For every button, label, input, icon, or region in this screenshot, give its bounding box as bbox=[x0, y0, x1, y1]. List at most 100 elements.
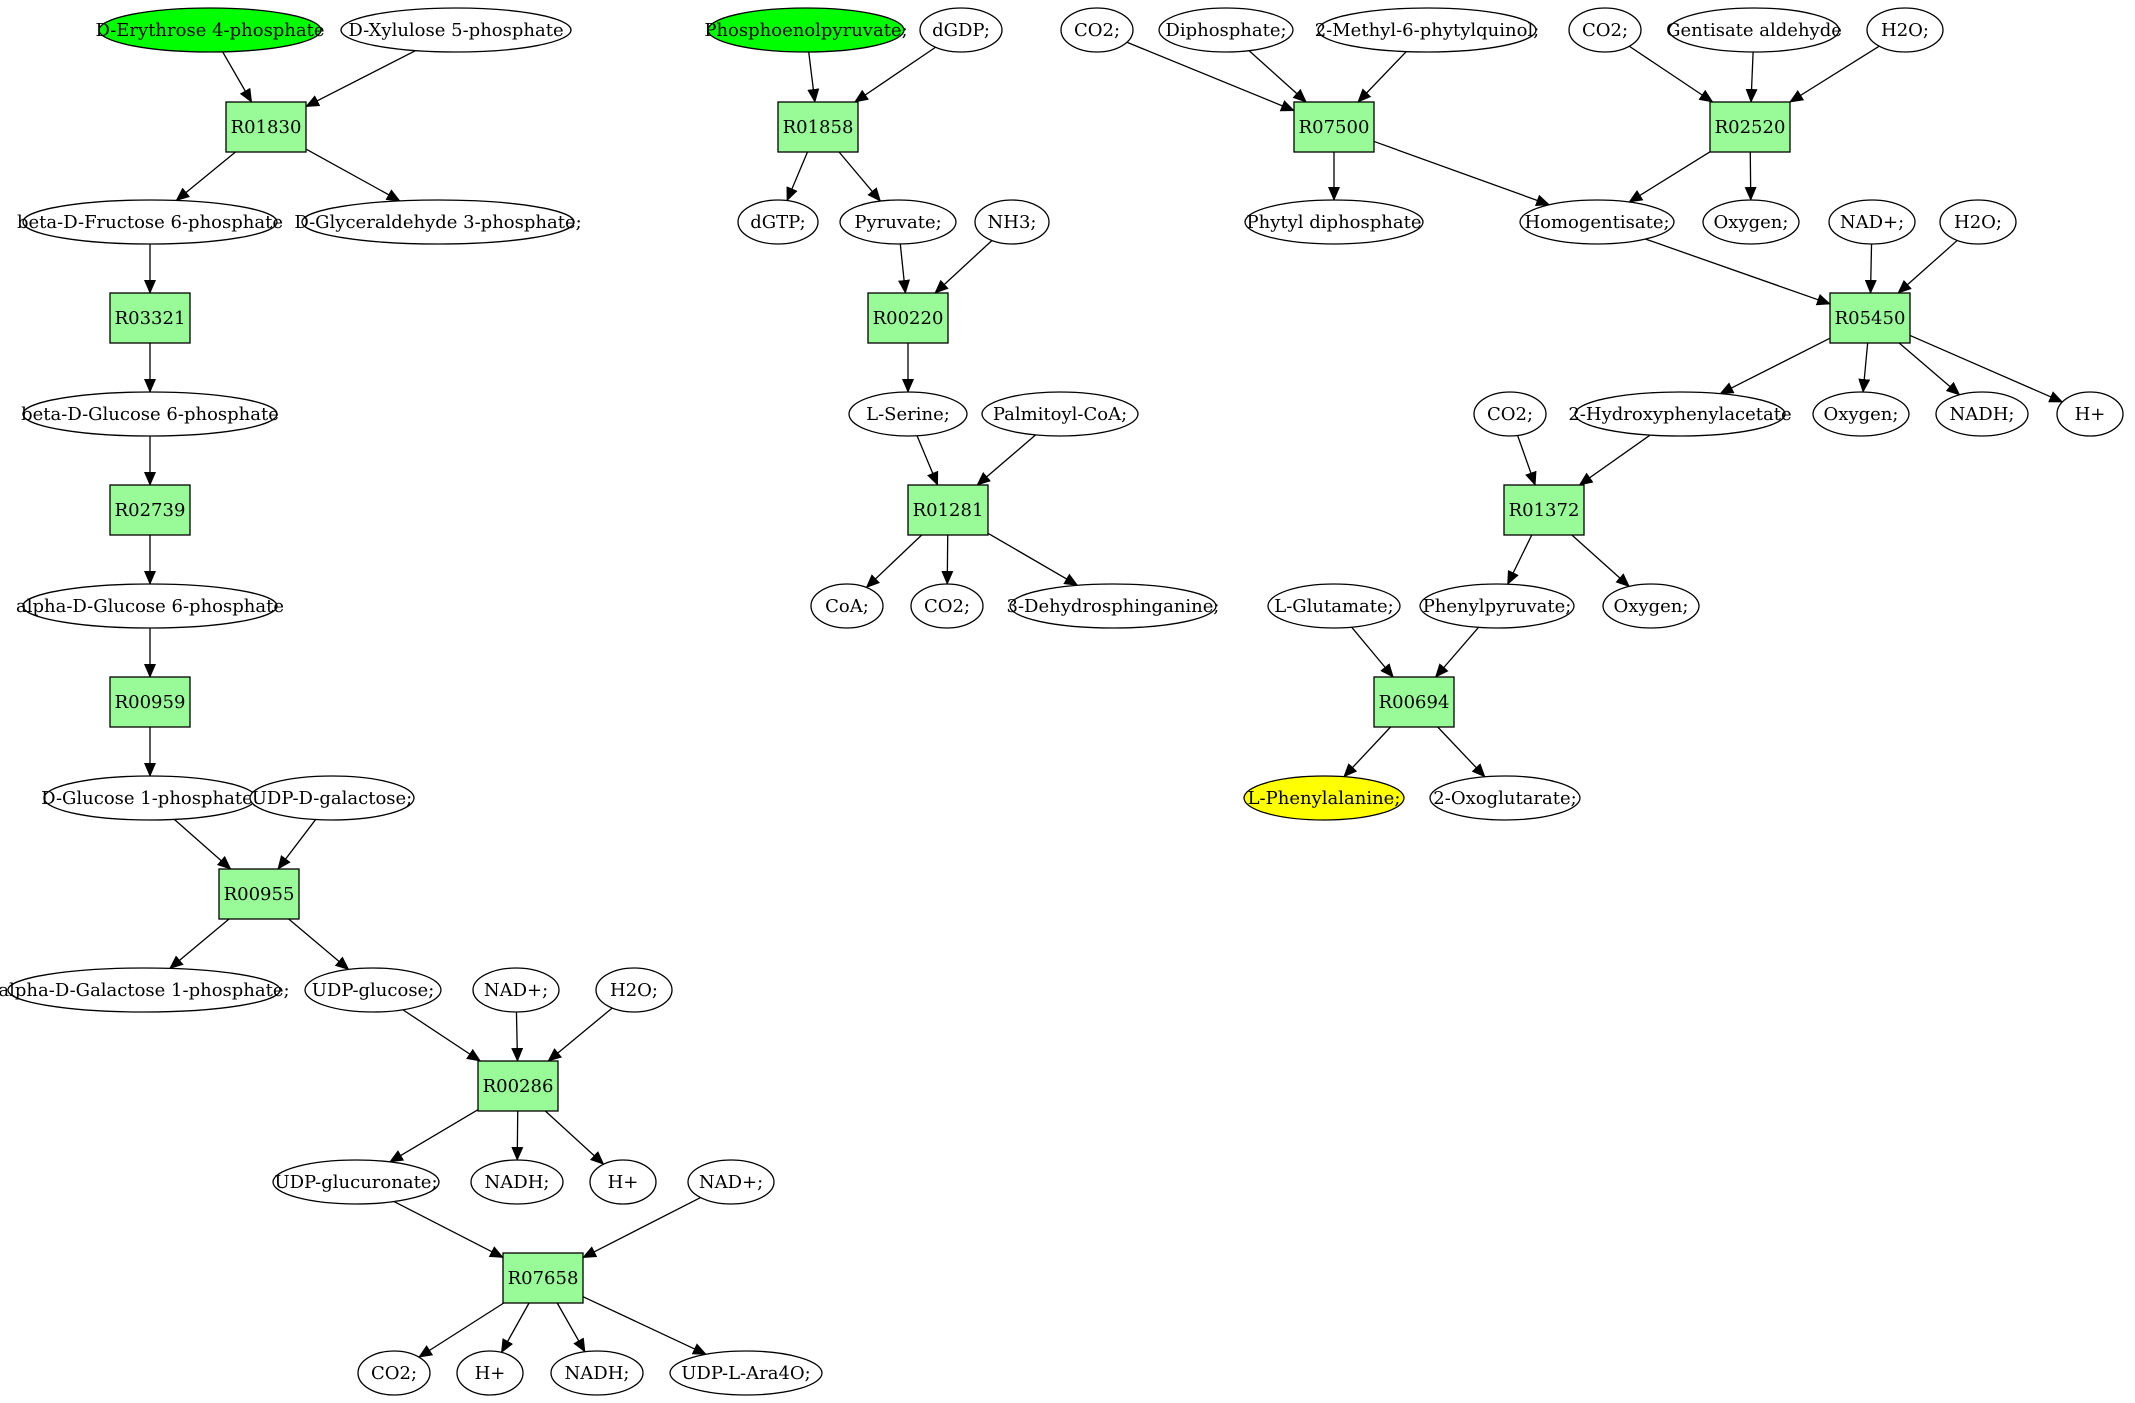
edge-m_palcoa-to-r_R01281 bbox=[976, 434, 1037, 486]
metabolite-node-m_h_3: H+ bbox=[2056, 391, 2124, 437]
reaction-node-r_R07500: R07500 bbox=[1293, 101, 1375, 153]
node-label: 2-Methyl-6-phytylquinol; bbox=[1315, 20, 1540, 41]
edge-m_dgdp-to-r_R01858 bbox=[854, 46, 936, 103]
reaction-node-r_R02520: R02520 bbox=[1709, 101, 1791, 153]
reaction-box bbox=[1709, 101, 1791, 153]
metabolite-node-m_nad_1: NAD+; bbox=[472, 967, 560, 1013]
node-label: Oxygen; bbox=[1824, 404, 1899, 425]
nodes-layer: D-Erythrose 4-phosphate D-Xylulose 5-phos… bbox=[0, 7, 2124, 1396]
node-label: R00694 bbox=[1379, 692, 1450, 713]
edge-r_R00286-to-m_h_1 bbox=[544, 1110, 605, 1165]
metabolite-ellipse bbox=[22, 583, 278, 629]
edge-m_co2_4-to-r_R02520 bbox=[1628, 45, 1714, 103]
metabolite-ellipse bbox=[249, 775, 415, 821]
metabolite-ellipse bbox=[1939, 199, 2017, 245]
metabolite-ellipse bbox=[1866, 7, 1944, 53]
edge-r_R07658-to-m_udpara bbox=[582, 1296, 707, 1355]
edge-m_udpglc-to-r_R00286 bbox=[402, 1009, 482, 1062]
metabolite-node-m_2og: 2-Oxoglutarate; bbox=[1429, 775, 1581, 821]
metabolite-node-m_nadh_1: NADH; bbox=[470, 1159, 564, 1205]
metabolite-node-m_h2o_1: H2O; bbox=[595, 967, 673, 1013]
node-label: R07658 bbox=[508, 1268, 579, 1289]
node-label: H2O; bbox=[1954, 212, 2002, 233]
node-label: H2O; bbox=[1881, 20, 1929, 41]
metabolite-node-m_nadh_3: NADH; bbox=[1935, 391, 2029, 437]
node-label: R00955 bbox=[224, 884, 295, 905]
edge-r_R01281-to-m_co2_2 bbox=[941, 534, 954, 586]
node-label: Oxygen; bbox=[1614, 596, 1689, 617]
node-label: NADH; bbox=[485, 1172, 550, 1193]
metabolite-ellipse bbox=[1935, 391, 2029, 437]
node-label: dGTP; bbox=[750, 212, 805, 233]
metabolite-node-m_nh3: NH3; bbox=[974, 199, 1050, 245]
edge-m_phpyr-to-r_R00694 bbox=[1434, 626, 1480, 678]
node-label: R00959 bbox=[115, 692, 186, 713]
edge-m_pyr-to-r_R00220 bbox=[898, 243, 911, 294]
metabolite-ellipse bbox=[1158, 7, 1294, 53]
node-label: CO2; bbox=[371, 1363, 417, 1384]
metabolite-node-m_o2_2: Oxygen; bbox=[1812, 391, 1910, 437]
node-label: CoA; bbox=[825, 596, 869, 617]
edge-m_pp-to-r_R07500 bbox=[1248, 50, 1307, 103]
reaction-node-r_R01830: R01830 bbox=[225, 101, 307, 153]
metabolite-node-m_h2o_2: H2O; bbox=[1866, 7, 1944, 53]
node-label: UDP-glucose; bbox=[312, 980, 435, 1001]
metabolite-node-m_x5p: D-Xylulose 5-phosphate bbox=[340, 7, 572, 53]
node-label: 3-Dehydrosphinganine; bbox=[1007, 596, 1220, 617]
reaction-node-r_R05450: R05450 bbox=[1829, 292, 1911, 344]
metabolite-ellipse bbox=[1602, 583, 1700, 629]
edge-r_R02520-to-m_hgen bbox=[1628, 151, 1711, 203]
edge-r_R01372-to-m_o2_3 bbox=[1571, 534, 1630, 588]
metabolite-node-m_co2_2: CO2; bbox=[910, 583, 984, 629]
node-label: R02520 bbox=[1715, 117, 1786, 138]
metabolite-node-m_h_1: H+ bbox=[589, 1159, 657, 1205]
node-label: NAD+; bbox=[699, 1172, 763, 1193]
metabolite-ellipse bbox=[687, 1159, 775, 1205]
metabolite-node-m_bdg6p: beta-D-Glucose 6-phosphate bbox=[21, 391, 279, 437]
edge-m_x5p-to-r_R01830 bbox=[305, 50, 416, 108]
metabolite-node-m_glu: L-Glutamate; bbox=[1267, 583, 1401, 629]
node-label: H+ bbox=[2075, 404, 2106, 425]
node-label: D-Glyceraldehyde 3-phosphate; bbox=[294, 212, 581, 233]
node-label: R01372 bbox=[1509, 500, 1580, 521]
metabolite-ellipse bbox=[1243, 775, 1405, 821]
node-label: R01281 bbox=[913, 500, 984, 521]
node-label: Homogentisate; bbox=[1524, 212, 1669, 233]
edge-r_R05450-to-m_2hpa bbox=[1719, 337, 1831, 395]
node-label: D-Glucose 1-phosphate; bbox=[41, 788, 259, 809]
node-label: Pyruvate; bbox=[854, 212, 941, 233]
reaction-box bbox=[1503, 484, 1585, 536]
node-label: R05450 bbox=[1835, 308, 1906, 329]
metabolite-ellipse bbox=[589, 1159, 657, 1205]
edge-m_glu-to-r_R00694 bbox=[1351, 626, 1394, 678]
metabolite-ellipse bbox=[340, 7, 572, 53]
metabolite-ellipse bbox=[848, 391, 968, 437]
node-label: R02739 bbox=[115, 500, 186, 521]
metabolite-node-m_palcoa: Palmitoyl-CoA; bbox=[981, 391, 1139, 437]
metabolite-node-m_e4p: D-Erythrose 4-phosphate bbox=[95, 7, 325, 53]
reaction-node-r_R00220: R00220 bbox=[867, 292, 949, 344]
node-label: 2-Oxoglutarate; bbox=[1433, 788, 1576, 809]
metabolite-node-m_dgtp: dGTP; bbox=[737, 199, 819, 245]
metabolite-node-m_adg6p: alpha-D-Glucose 6-phosphate bbox=[16, 583, 284, 629]
metabolite-ellipse bbox=[272, 1159, 440, 1205]
metabolite-ellipse bbox=[304, 967, 442, 1013]
edge-m_gald-to-r_R02520 bbox=[1745, 51, 1758, 103]
metabolite-node-m_adgal1p: alpha-D-Galactose 1-phosphate; bbox=[0, 967, 290, 1013]
node-label: Phytyl diphosphate bbox=[1247, 212, 1422, 233]
metabolite-node-m_mpq: 2-Methyl-6-phytylquinol; bbox=[1315, 7, 1540, 53]
node-label: H2O; bbox=[610, 980, 658, 1001]
node-label: NAD+; bbox=[484, 980, 548, 1001]
reaction-box bbox=[1373, 676, 1455, 728]
edge-r_R00694-to-m_phe bbox=[1343, 726, 1392, 778]
edge-m_co2_5-to-r_R01372 bbox=[1517, 435, 1537, 486]
edge-r_R00286-to-m_udpgca bbox=[389, 1109, 479, 1163]
edge-m_2hpa-to-r_R01372 bbox=[1578, 434, 1651, 486]
metabolite-ellipse bbox=[456, 1350, 524, 1396]
reaction-node-r_R00286: R00286 bbox=[477, 1060, 559, 1112]
node-label: L-Serine; bbox=[866, 404, 950, 425]
node-label: UDP-glucuronate; bbox=[274, 1172, 437, 1193]
metabolite-ellipse bbox=[1473, 391, 1547, 437]
metabolite-node-m_co2_5: CO2; bbox=[1473, 391, 1547, 437]
metabolite-node-m_dg1p: D-Glucose 1-phosphate; bbox=[41, 775, 259, 821]
